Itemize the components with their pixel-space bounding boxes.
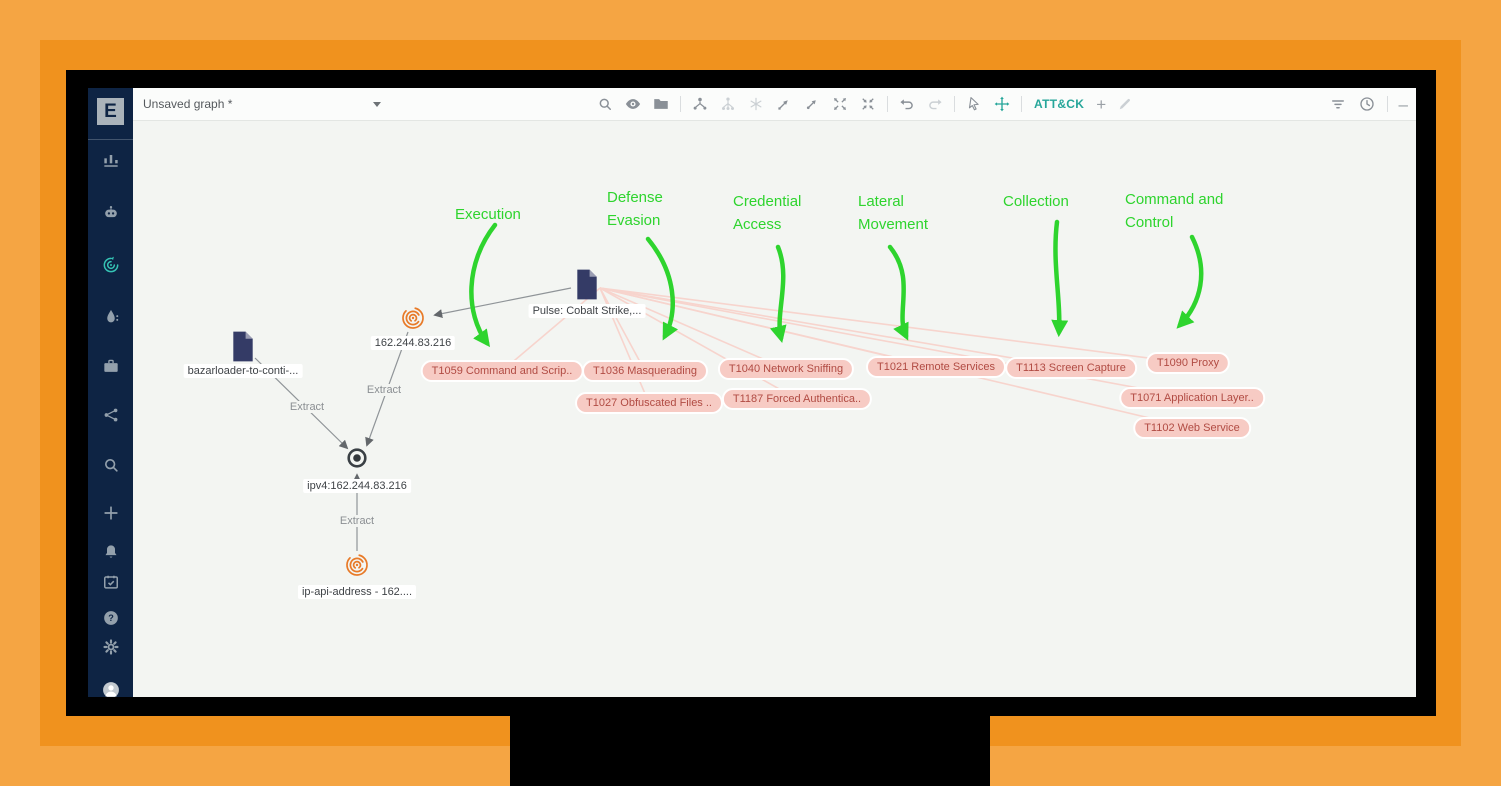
plus-icon — [103, 506, 118, 520]
report-node-label: Pulse: Cobalt Strike,... — [528, 304, 646, 318]
observable-node-icon[interactable] — [345, 446, 369, 470]
graph-intel-icon — [103, 256, 118, 273]
graph-canvas[interactable]: Execution Defense Evasion Credential Acc… — [133, 121, 1416, 697]
folder-icon[interactable] — [652, 95, 670, 113]
report-node-label: bazarloader-to-conti-... — [183, 364, 303, 378]
technique-pill-t1021[interactable]: T1021 Remote Services — [866, 356, 1006, 378]
fingerprint-node-label: 162.244.83.216 — [370, 336, 456, 350]
fingerprint-node-icon[interactable] — [399, 304, 427, 332]
technique-pill-t1102[interactable]: T1102 Web Service — [1133, 417, 1251, 439]
help-icon: ? — [103, 611, 118, 625]
sidebar-item-graph[interactable] — [88, 251, 133, 279]
toolbar-divider — [680, 96, 681, 112]
toolbar-right-group: – — [1329, 88, 1408, 120]
tactic-label-command-and-control: Command and Control — [1125, 191, 1224, 232]
search-icon — [104, 459, 118, 472]
monitor-bezel: E — [66, 70, 1436, 716]
attack-navigator-button[interactable]: ATT&CK — [1034, 97, 1085, 111]
toolbar-divider — [1021, 96, 1022, 112]
technique-pill-t1059[interactable]: T1059 Command and Scrip.. — [420, 360, 584, 382]
select-drag-icon[interactable] — [775, 95, 793, 113]
sidebar-item-notifications[interactable] — [88, 538, 133, 566]
calendar-check-icon — [103, 575, 118, 589]
sidebar-divider — [88, 139, 133, 140]
sidebar-item-automation[interactable] — [88, 199, 133, 227]
tactic-label-credential-access: Credential Access — [733, 193, 802, 234]
toolbar-center-group: ATT&CK + — [596, 88, 1134, 120]
filter-icon[interactable] — [1329, 95, 1347, 113]
gear-icon — [102, 639, 119, 655]
technique-pill-t1027[interactable]: T1027 Obfuscated Files .. — [575, 392, 723, 414]
edge-label-extract: Extract — [286, 401, 328, 413]
svg-text:?: ? — [108, 613, 114, 623]
search-icon[interactable] — [596, 95, 614, 113]
sidebar-item-threats[interactable] — [88, 303, 133, 331]
tactic-label-defense-evasion: Defense Evasion — [607, 189, 663, 230]
briefcase-icon — [103, 359, 118, 372]
pointer-icon[interactable] — [965, 95, 983, 113]
sidebar-item-tasks[interactable] — [88, 568, 133, 596]
observable-node-label: ipv4:162.244.83.216 — [303, 479, 411, 493]
graph-title: Unsaved graph * — [143, 97, 233, 111]
eye-icon[interactable] — [624, 95, 642, 113]
user-avatar-icon — [102, 682, 119, 697]
app-logo[interactable]: E — [97, 98, 124, 125]
sidebar-item-settings[interactable] — [88, 633, 133, 661]
chevron-down-icon — [373, 101, 381, 107]
redo-icon[interactable] — [926, 95, 944, 113]
sidebar-item-profile[interactable] — [88, 676, 133, 697]
history-clock-icon[interactable] — [1358, 95, 1376, 113]
analytics-icon — [103, 155, 118, 167]
app-screen: E — [88, 88, 1416, 697]
toolbar-divider — [954, 96, 955, 112]
hierarchy-layout-icon[interactable] — [691, 95, 709, 113]
tactic-annotation-arrows — [469, 219, 1204, 348]
graph-title-dropdown[interactable]: Unsaved graph * — [143, 88, 381, 120]
add-icon[interactable]: + — [1096, 94, 1107, 114]
report-node-icon[interactable] — [230, 331, 256, 362]
technique-pill-t1036[interactable]: T1036 Masquerading — [582, 360, 708, 382]
minimize-icon[interactable]: – — [1398, 94, 1408, 114]
robot-icon — [104, 206, 117, 218]
sidebar-item-help[interactable]: ? — [88, 604, 133, 632]
tactic-label-collection: Collection — [1003, 193, 1069, 210]
sidebar-item-search[interactable] — [88, 451, 133, 479]
collapse-nodes-icon[interactable] — [859, 95, 877, 113]
sidebar: E — [88, 88, 133, 697]
edge-label-extract: Extract — [336, 515, 378, 527]
toolbar-divider — [1386, 96, 1388, 112]
share-nodes-icon — [104, 408, 117, 422]
tactic-label-lateral-movement: Lateral Movement — [858, 193, 929, 234]
technique-pill-t1071[interactable]: T1071 Application Layer.. — [1119, 387, 1265, 409]
spread-nodes-icon[interactable] — [831, 95, 849, 113]
technique-pill-t1040[interactable]: T1040 Network Sniffing — [717, 358, 855, 380]
fingerprint-node-label: ip-api-address - 162.... — [297, 585, 417, 599]
graph-toolbar: Unsaved graph * — [133, 88, 1416, 121]
flame-icon — [106, 309, 118, 323]
tactic-label-execution: Execution — [455, 206, 521, 223]
fingerprint-node-icon[interactable] — [343, 551, 371, 579]
toolbar-divider — [887, 96, 888, 112]
sidebar-item-analytics[interactable] — [88, 146, 133, 174]
sidebar-item-cases[interactable] — [88, 352, 133, 380]
expand-arrow-icon[interactable] — [803, 95, 821, 113]
technique-pill-t1113[interactable]: T1113 Screen Capture — [1005, 357, 1137, 379]
move-icon[interactable] — [993, 95, 1011, 113]
bell-icon — [105, 545, 116, 558]
tree-layout-icon[interactable] — [719, 95, 737, 113]
annotate-pen-icon[interactable] — [1116, 95, 1134, 113]
undo-icon[interactable] — [898, 95, 916, 113]
technique-pill-t1187[interactable]: T1187 Forced Authentica.. — [721, 388, 873, 410]
sidebar-item-create[interactable] — [88, 499, 133, 527]
sidebar-item-dissemination[interactable] — [88, 401, 133, 429]
monitor-stand — [510, 716, 990, 786]
main-area: Unsaved graph * — [133, 88, 1416, 697]
report-node-icon[interactable] — [574, 269, 600, 300]
technique-pill-t1090[interactable]: T1090 Proxy — [1145, 352, 1231, 374]
radial-layout-icon[interactable] — [747, 95, 765, 113]
edge-label-extract: Extract — [363, 384, 405, 396]
